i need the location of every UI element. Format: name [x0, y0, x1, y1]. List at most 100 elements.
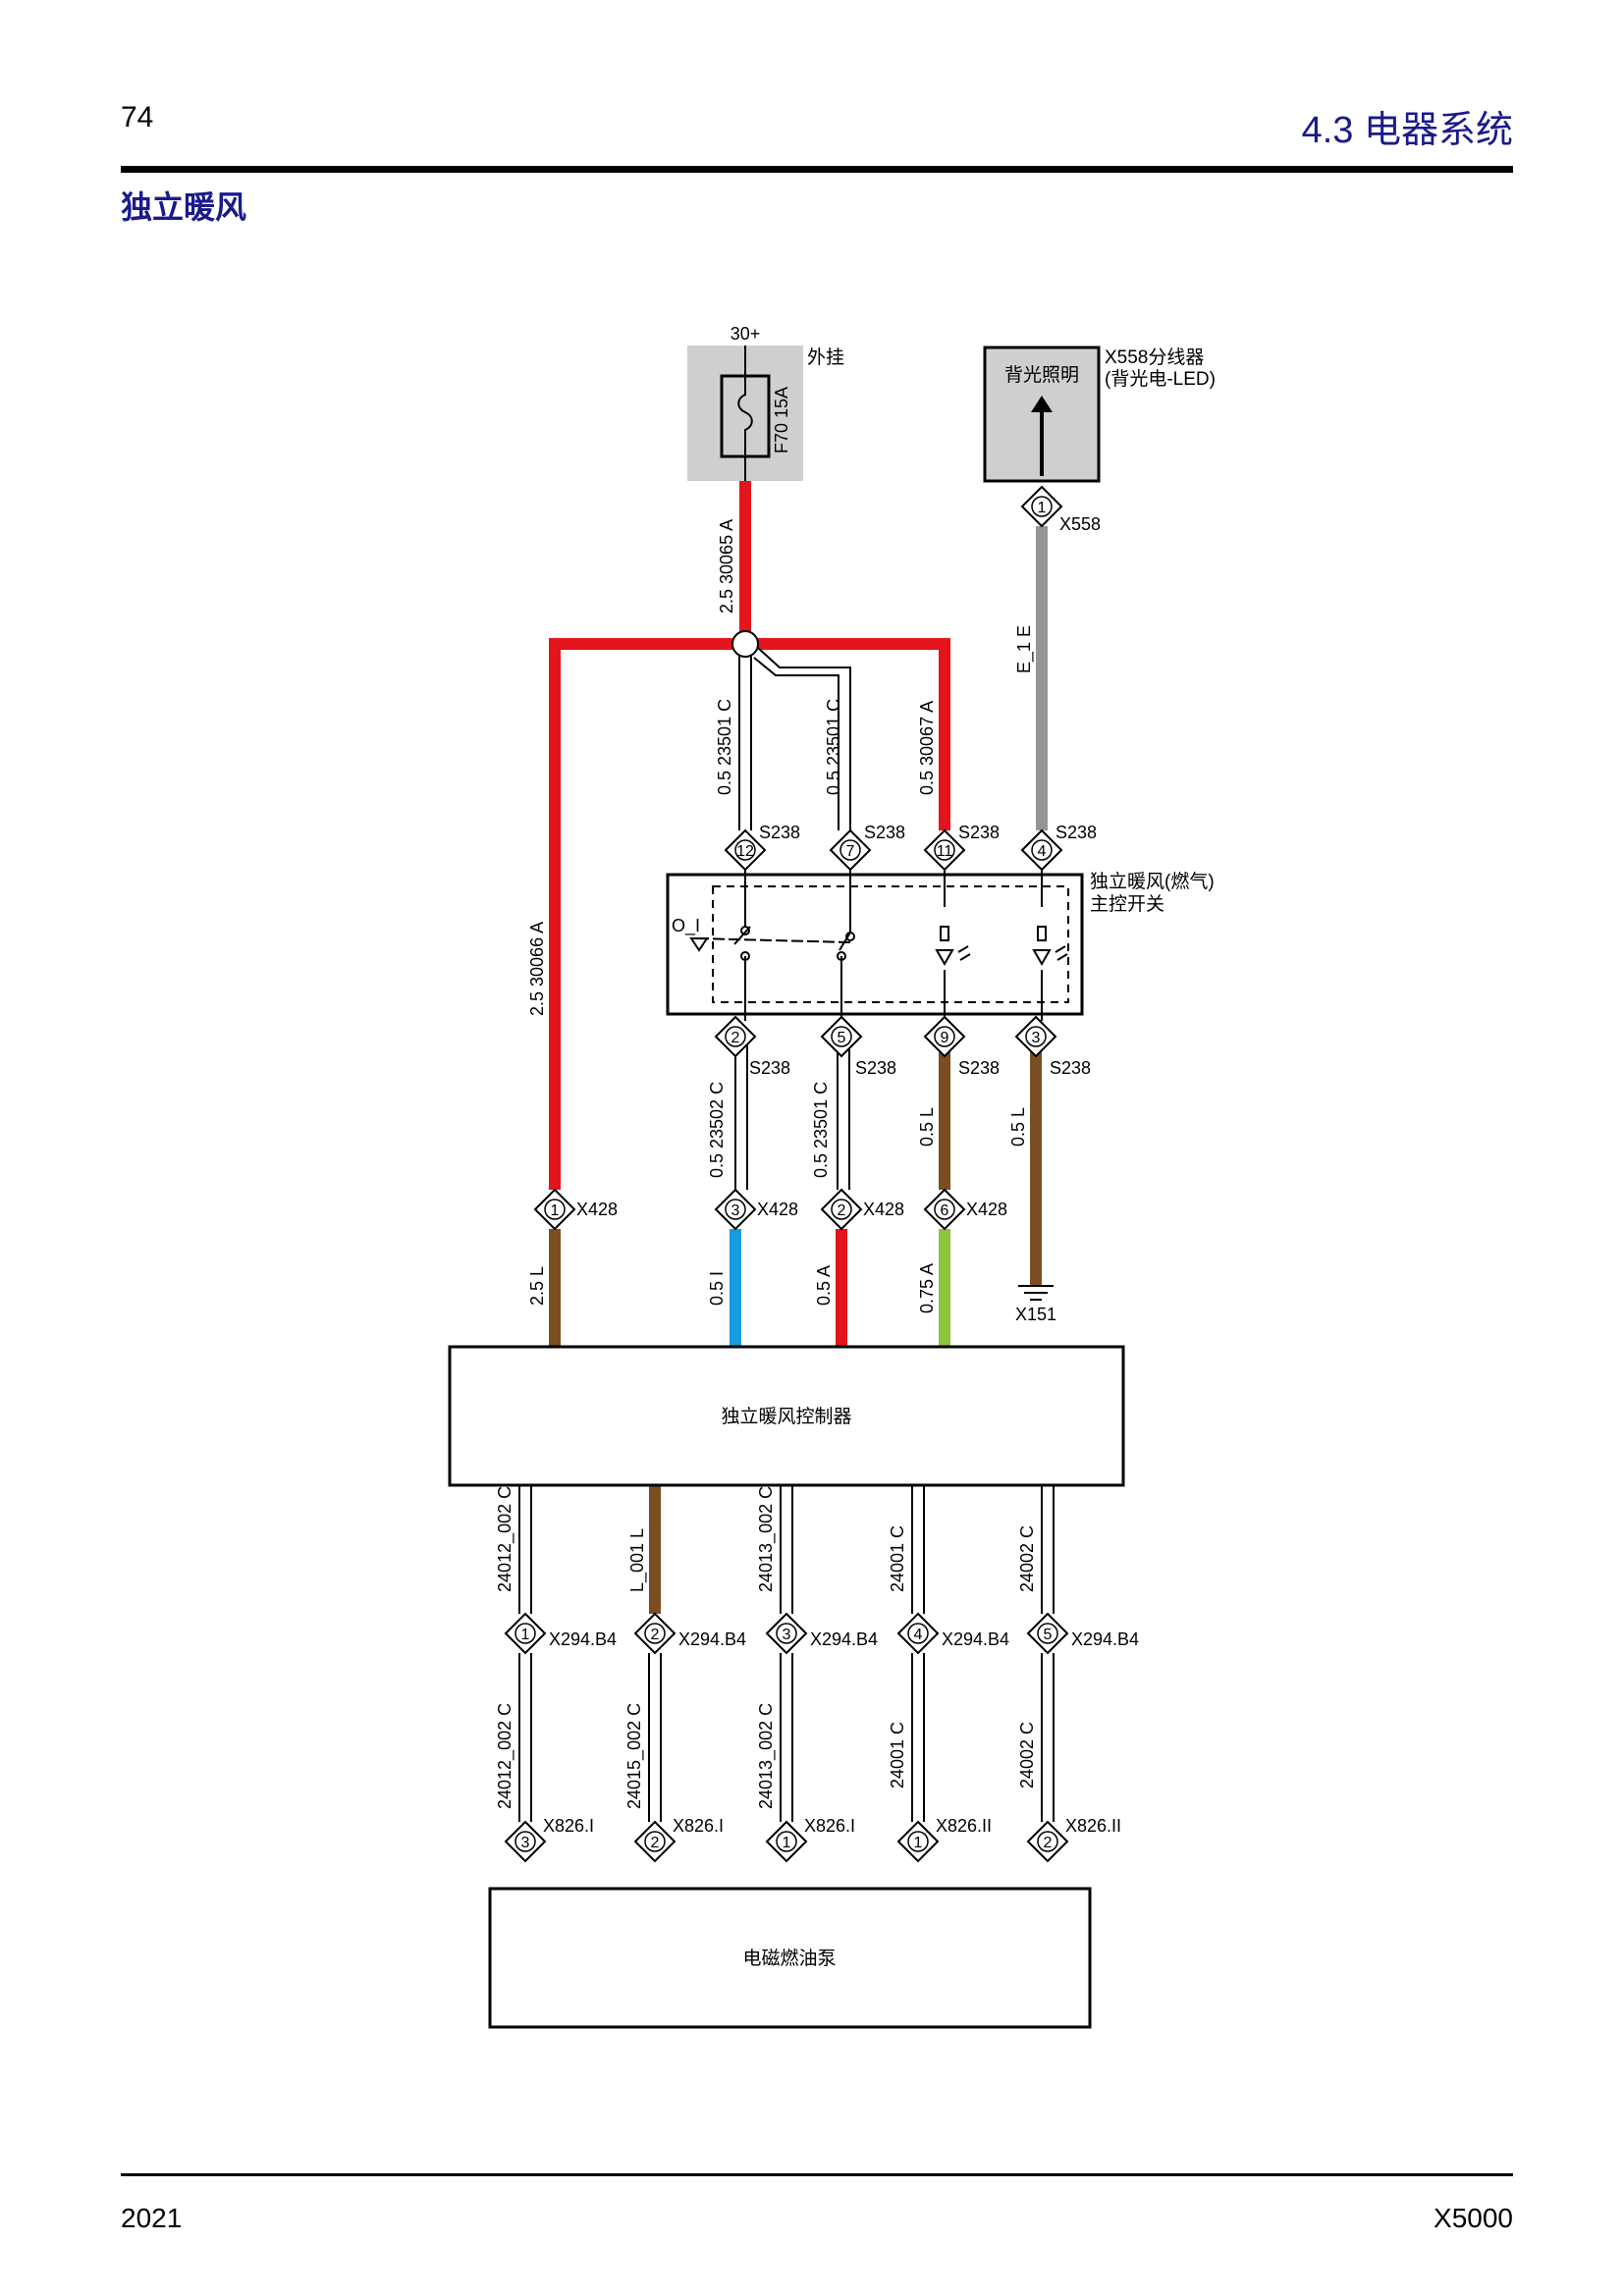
pin-connector: X428 — [966, 1200, 1007, 1219]
switch-box: O_I 独立暖风(燃气) 主控开关 — [666, 868, 1215, 1021]
wire-s11 — [745, 638, 950, 830]
footer-rule — [121, 2173, 1513, 2176]
switch-label-1: 独立暖风(燃气) — [1090, 871, 1215, 892]
pin-number: 2 — [651, 1835, 660, 1851]
pin-connector: S238 — [864, 823, 905, 842]
pin-number: 1 — [914, 1835, 923, 1851]
pin-circle — [1031, 839, 1053, 861]
pin-diamond — [923, 1015, 966, 1058]
wire-s2 — [734, 1037, 748, 1190]
wire-p2 — [648, 1653, 662, 1822]
pin-diamond — [1014, 1015, 1057, 1058]
pin-number: 9 — [941, 1030, 949, 1046]
wire-label-x2: 0.5 A — [814, 1265, 834, 1306]
pin-connector: X826.II — [936, 1816, 992, 1836]
switch-o-mark: O_I — [672, 916, 700, 936]
page-number: 74 — [121, 101, 154, 133]
pin-connector: S238 — [749, 1058, 790, 1078]
wire-b1 — [518, 1485, 532, 1614]
switch-label-2: 主控开关 — [1090, 893, 1164, 915]
pin-diamond — [820, 1015, 863, 1058]
wire-label-x3: 0.5 I — [707, 1271, 727, 1306]
wire-s7 — [753, 647, 851, 830]
splitter-box: 背光照明 X558分线器 (背光电-LED) — [983, 346, 1216, 483]
pump-box — [488, 1887, 1092, 2029]
pin-connector: X294.B4 — [942, 1629, 1009, 1649]
footer-year: 2021 — [121, 2203, 183, 2233]
pin-number: 4 — [914, 1627, 923, 1643]
pin-connector: S238 — [1056, 823, 1097, 842]
wire-left — [549, 638, 745, 1190]
wire-label-s11: 0.5 30067 A — [917, 701, 937, 795]
pin-circle — [644, 1831, 666, 1852]
pin-diamond — [829, 828, 872, 872]
wire-label-p4: 24001 C — [888, 1722, 907, 1789]
splitter-sub: (背光电-LED) — [1105, 368, 1216, 390]
pin-diamond — [533, 1188, 576, 1231]
pin-connector: S238 — [958, 823, 1000, 842]
connector-pin: 1 X826.II — [896, 1816, 992, 1863]
pin-connector: X428 — [863, 1200, 904, 1219]
pin-connector: X294.B4 — [810, 1629, 878, 1649]
wire-b4 — [911, 1485, 925, 1614]
pin-circle — [1037, 1623, 1058, 1644]
pin-number: 5 — [1044, 1627, 1053, 1643]
pin-circle — [831, 1199, 852, 1220]
pin-circle — [907, 1831, 929, 1852]
wire-label-p3: 24013_002 C — [756, 1703, 777, 1809]
pin-diamond — [923, 828, 966, 872]
wire-label-b2: L_001 L — [627, 1528, 648, 1592]
ground-icon — [1018, 1285, 1054, 1301]
pin-connector: S238 — [958, 1058, 1000, 1078]
pin-diamond — [633, 1820, 677, 1863]
fuse-label: F70 15A — [772, 387, 791, 454]
page-title: 独立暖风 — [121, 189, 247, 225]
pin-number: 2 — [651, 1627, 660, 1643]
pin-connector: S238 — [855, 1058, 896, 1078]
wire-label-p1: 24012_002 C — [495, 1703, 515, 1809]
wire-p5 — [1041, 1653, 1055, 1822]
wire-p3 — [780, 1653, 793, 1822]
splitter-label: 背光照明 — [1004, 364, 1079, 386]
pin-number: 1 — [551, 1202, 560, 1219]
connector-pin: 4 X294.B4 — [896, 1612, 1009, 1655]
pin-number: 11 — [937, 843, 953, 860]
pin-diamond — [765, 1820, 808, 1863]
pin-diamond — [1020, 828, 1063, 872]
wire-label-s3: 0.5 L — [1008, 1107, 1028, 1147]
wire-p1 — [518, 1653, 532, 1822]
ground-label: X151 — [1015, 1305, 1056, 1324]
pin-diamond — [633, 1612, 677, 1655]
fuse-panel: 30+ 外挂 F70 15A — [687, 324, 844, 481]
header-rule — [121, 166, 1513, 173]
pin-diamond — [504, 1612, 547, 1655]
pin-circle — [776, 1623, 797, 1644]
wire-labels: 2.5 30065 A 2.5 30066 A 0.5 23501 C 0.5 … — [495, 519, 1037, 1809]
pump-label: 电磁燃油泵 — [742, 1948, 836, 1969]
pin-number: 5 — [838, 1030, 846, 1046]
pin-circle — [934, 1026, 955, 1047]
switch-outline — [666, 873, 1084, 1016]
pin-connector: X826.I — [673, 1816, 724, 1836]
pin-circle — [514, 1831, 536, 1852]
pin-number: 1 — [783, 1835, 791, 1851]
wire-label-s5: 0.5 23501 C — [811, 1082, 831, 1178]
splitter-name: X558分线器 — [1105, 347, 1204, 368]
pin-circle — [644, 1623, 666, 1644]
pin-number: 7 — [846, 843, 855, 860]
wire-label-b4: 24001 C — [888, 1525, 907, 1592]
wire-b5 — [1041, 1485, 1055, 1614]
pin-circle — [544, 1199, 566, 1220]
pin-circle — [1025, 1026, 1047, 1047]
wire-label-main: 2.5 30065 A — [717, 519, 736, 614]
